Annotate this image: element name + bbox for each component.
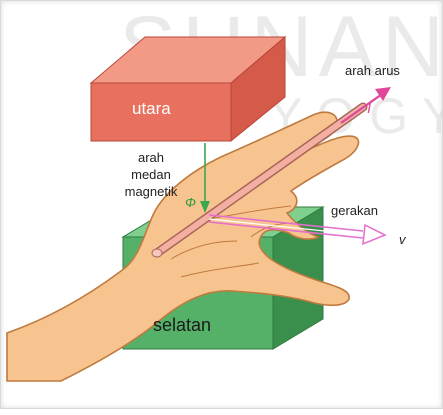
flux-symbol: Φ xyxy=(185,195,196,210)
current-direction-label: arah arus xyxy=(345,63,400,78)
field-label-line-2: medan xyxy=(131,167,171,182)
north-pole-label: utara xyxy=(132,99,171,118)
field-label-line-1: arah xyxy=(138,150,164,165)
field-label-line-3: magnetik xyxy=(125,184,178,199)
velocity-symbol: v xyxy=(399,232,407,247)
motion-label: gerakan xyxy=(331,203,378,218)
south-pole-label: selatan xyxy=(153,315,211,335)
current-symbol: I xyxy=(367,100,371,117)
